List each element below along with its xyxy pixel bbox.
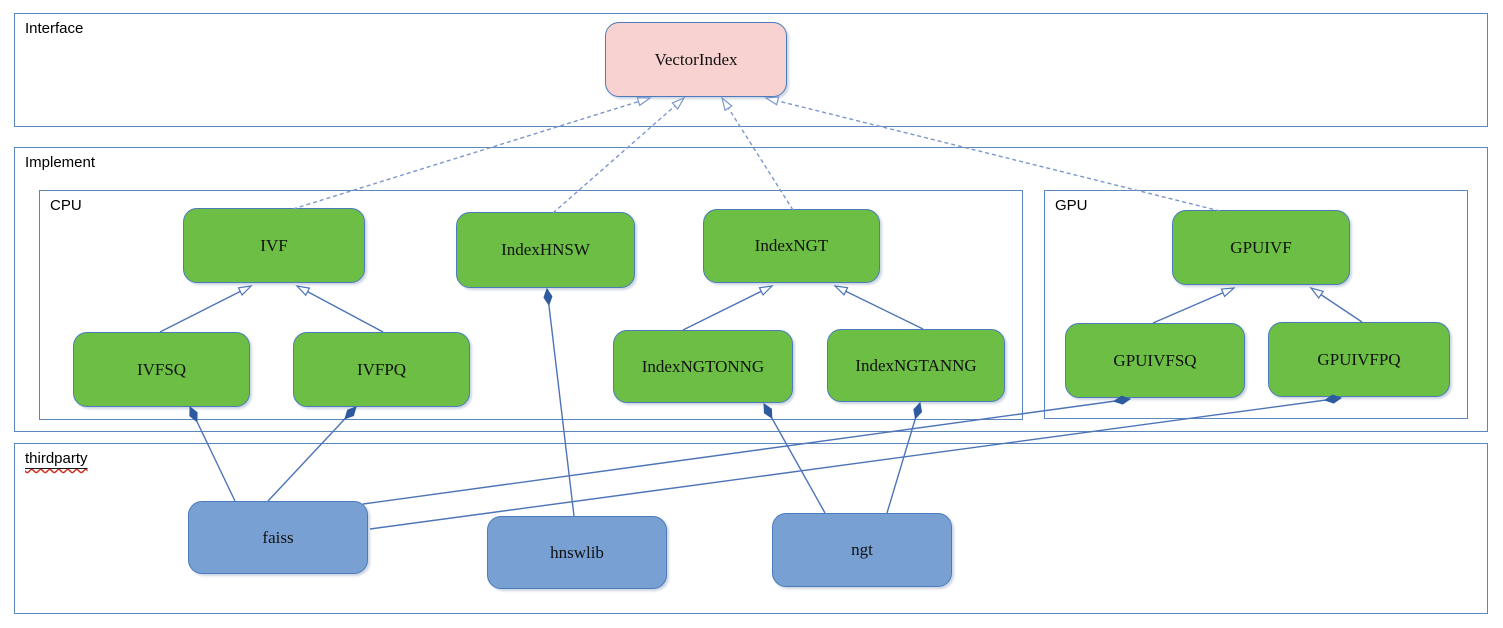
node-ivfpq: IVFPQ bbox=[293, 332, 470, 407]
node-indexngt: IndexNGT bbox=[703, 209, 880, 283]
container-implement-label: Implement bbox=[25, 154, 96, 171]
container-gpu-label: GPU bbox=[1055, 197, 1088, 214]
node-indexhnsw: IndexHNSW bbox=[456, 212, 635, 288]
node-indexngtonng: IndexNGTONNG bbox=[613, 330, 793, 403]
node-ivf: IVF bbox=[183, 208, 365, 283]
container-thirdparty-label: thirdparty bbox=[25, 450, 88, 467]
container-interface-label: Interface bbox=[25, 20, 84, 37]
node-gpuivfpq: GPUIVFPQ bbox=[1268, 322, 1450, 397]
node-ivfsq: IVFSQ bbox=[73, 332, 250, 407]
node-hnswlib: hnswlib bbox=[487, 516, 667, 589]
container-thirdparty-label-text: thirdparty bbox=[25, 450, 88, 467]
node-vectorindex: VectorIndex bbox=[605, 22, 787, 97]
container-cpu-label: CPU bbox=[50, 197, 82, 214]
node-indexngtanng: IndexNGTANNG bbox=[827, 329, 1005, 402]
node-faiss: faiss bbox=[188, 501, 368, 574]
node-gpuivf: GPUIVF bbox=[1172, 210, 1350, 285]
node-ngt: ngt bbox=[772, 513, 952, 587]
node-gpuivfsq: GPUIVFSQ bbox=[1065, 323, 1245, 398]
